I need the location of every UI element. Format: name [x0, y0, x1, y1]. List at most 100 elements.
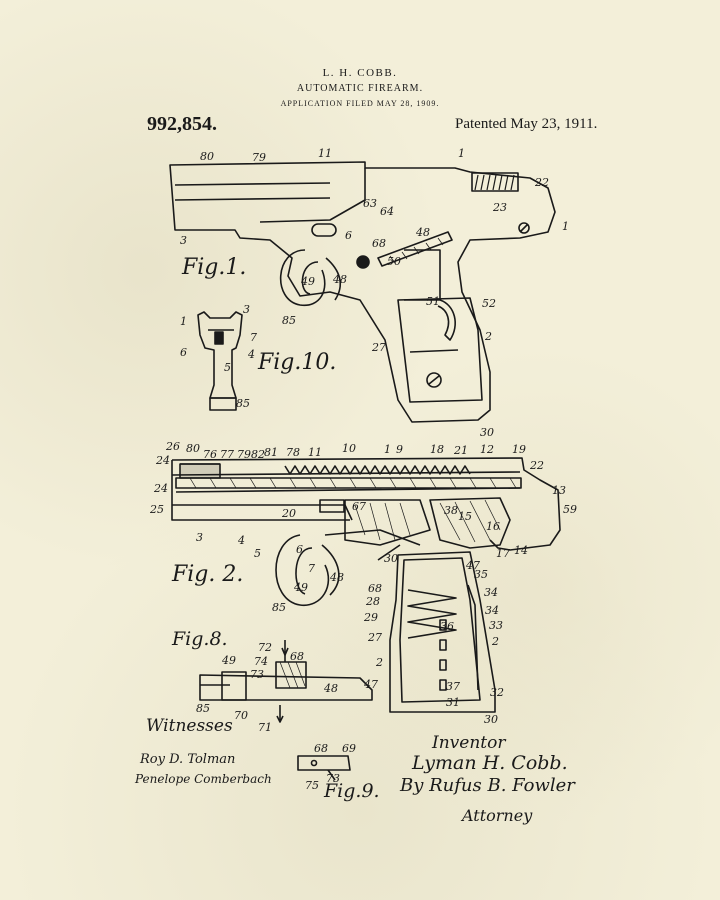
numeral: 71	[258, 721, 272, 734]
numeral: 11	[318, 147, 332, 160]
numeral: 79	[237, 448, 251, 461]
numeral: 34	[484, 586, 498, 599]
fig9-drawing	[297, 755, 351, 781]
numeral: 30	[384, 552, 398, 565]
inventor-header: L. H. COBB.	[322, 67, 398, 79]
numeral: 19	[512, 443, 526, 456]
numeral: 72	[258, 641, 272, 654]
numeral: 35	[474, 568, 488, 581]
numeral: 75	[305, 779, 319, 792]
patent-number: 992,854.	[147, 113, 217, 135]
numeral: 18	[430, 443, 444, 456]
attorney-signature: By Rufus B. Fowler	[400, 775, 575, 796]
numeral: 32	[490, 686, 504, 699]
numeral: 85	[196, 702, 210, 715]
numeral: 48	[329, 571, 344, 584]
numeral: 59	[563, 503, 577, 516]
numeral: 73	[250, 668, 264, 681]
numeral: 1	[180, 315, 187, 328]
numeral: 5	[254, 547, 261, 560]
numeral: 26	[165, 440, 180, 453]
numeral: 2	[491, 635, 499, 648]
numeral: 24	[155, 454, 170, 467]
numeral: 49	[293, 581, 308, 594]
numeral: 77	[220, 448, 234, 461]
numeral: 82	[251, 448, 265, 461]
numeral: 51	[426, 295, 440, 308]
filing-date: APPLICATION FILED MAY 28, 1909.	[280, 99, 440, 108]
numeral: 37	[446, 680, 460, 693]
numeral: 36	[440, 620, 454, 633]
numeral: 49	[300, 275, 315, 288]
numeral: 24	[153, 482, 168, 495]
numeral: 16	[486, 520, 500, 533]
patent-date: Patented May 23, 1911.	[455, 116, 598, 132]
numeral: 23	[492, 201, 507, 214]
numeral: 30	[480, 426, 494, 439]
witness-signature-1: Roy D. Tolman	[140, 752, 236, 767]
numeral: 20	[281, 507, 296, 520]
numeral: 15	[458, 510, 472, 523]
numeral: 12	[480, 443, 494, 456]
numeral: 2	[375, 656, 383, 669]
fig8-drawing	[199, 640, 373, 723]
attorney-label: Attorney	[462, 806, 533, 825]
fig2-label: Fig. 2.	[172, 562, 244, 587]
numeral: 14	[514, 544, 528, 557]
numeral: 13	[552, 484, 566, 497]
numeral: 48	[415, 226, 430, 239]
numeral: 4	[247, 348, 255, 361]
numeral: 47	[465, 559, 480, 572]
numeral: 85	[272, 601, 286, 614]
numeral: 3	[196, 531, 203, 544]
numeral: 2	[484, 330, 492, 343]
numeral: 29	[363, 611, 378, 624]
numeral: 81	[264, 446, 278, 459]
fig10-section-drawing	[197, 311, 243, 411]
inventor-label: Inventor	[432, 733, 506, 753]
numeral: 48	[332, 273, 347, 286]
numeral: 25	[149, 503, 164, 516]
numeral: 52	[482, 297, 496, 310]
numeral: 50	[387, 255, 401, 268]
numeral: 70	[234, 709, 248, 722]
numeral: 7	[308, 562, 315, 575]
fig10-label: Fig.10.	[258, 350, 337, 375]
numeral: 47	[363, 678, 378, 691]
fig1-label: Fig.1.	[182, 255, 247, 280]
numeral: 4	[237, 534, 245, 547]
numeral: 85	[282, 314, 296, 327]
numeral: 68	[314, 742, 328, 755]
numeral: 63	[363, 197, 377, 210]
fig8-label: Fig.8.	[172, 628, 228, 650]
numeral: 17	[496, 547, 510, 560]
numeral: 68	[372, 237, 386, 250]
numeral: 38	[444, 504, 458, 517]
numeral: 33	[489, 619, 503, 632]
numeral: 1	[458, 147, 465, 160]
inventor-signature: Lyman H. Cobb.	[412, 752, 568, 774]
numeral: 80	[186, 442, 200, 455]
invention-title: AUTOMATIC FIREARM.	[296, 83, 424, 94]
numeral: 73	[326, 772, 340, 785]
reference-numerals: 80 79 11 1 22 23 1 63 64 6 68 48 3 50 49…	[149, 147, 577, 792]
numeral: 78	[286, 446, 300, 459]
fig1-pistol-drawing	[169, 161, 556, 423]
numeral: 6	[296, 543, 303, 556]
numeral: 3	[243, 303, 250, 316]
numeral: 76	[203, 448, 217, 461]
numeral: 34	[485, 604, 499, 617]
numeral: 85	[236, 397, 250, 410]
numeral: 27	[371, 341, 386, 354]
numeral: 74	[254, 655, 268, 668]
numeral: 68	[290, 650, 304, 663]
numeral: 6	[180, 346, 187, 359]
numeral: 5	[224, 361, 231, 374]
numeral: 10	[342, 442, 356, 455]
numeral: 1	[384, 443, 391, 456]
numeral: 80	[200, 150, 214, 163]
numeral: 30	[484, 713, 498, 726]
numeral: 1	[562, 220, 569, 233]
fig9-label: Fig.9.	[324, 780, 380, 802]
numeral: 67	[352, 500, 366, 513]
